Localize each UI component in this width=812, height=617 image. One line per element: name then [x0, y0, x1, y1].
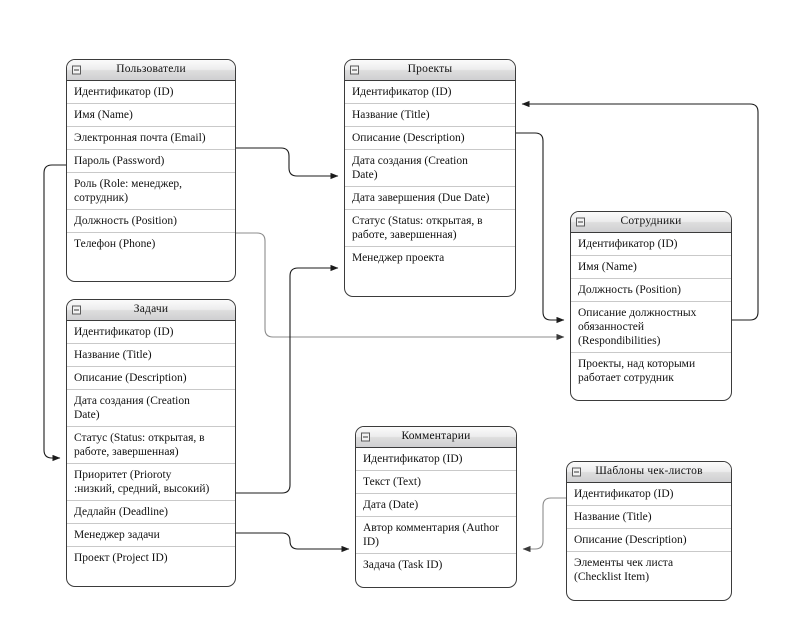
- minus-box-icon[interactable]: [576, 217, 585, 227]
- entity-header-employees[interactable]: Сотрудники: [571, 212, 731, 233]
- entity-attributes: Идентификатор (ID)Текст (Text)Дата (Date…: [356, 448, 516, 576]
- attribute-row: Идентификатор (ID): [567, 483, 731, 506]
- attribute-row: Описание (Description): [567, 529, 731, 552]
- attribute-row: Описание должностных обязанностей (Respo…: [571, 302, 731, 353]
- attribute-row: Идентификатор (ID): [571, 233, 731, 256]
- entity-title: Проекты: [407, 63, 453, 76]
- attribute-row: Должность (Position): [571, 279, 731, 302]
- attribute-row: Роль (Role: менеджер, сотрудник): [67, 173, 235, 210]
- entity-title: Комментарии: [401, 430, 471, 443]
- entity-header-projects[interactable]: Проекты: [345, 60, 515, 81]
- entity-attributes: Идентификатор (ID)Название (Title)Описан…: [567, 483, 731, 588]
- attribute-row: Телефон (Phone): [74, 238, 156, 250]
- connector-tasks-to-comments: [236, 532, 350, 553]
- attribute-row: Идентификатор (ID): [356, 448, 516, 471]
- connector-users-to-tasks: [43, 164, 66, 462]
- entity-attributes: Идентификатор (ID)Название (Title)Описан…: [345, 81, 515, 269]
- entity-title: Задачи: [133, 303, 169, 316]
- connector-checklists-to-comments: [522, 497, 566, 553]
- entity-attributes: Идентификатор (ID)Имя (Name)Должность (P…: [571, 233, 731, 389]
- attribute-row: Идентификатор (ID): [67, 321, 235, 344]
- attribute-row: Проекты, над которыми работает сотрудник: [578, 358, 696, 384]
- entity-title: Пользователи: [116, 63, 186, 76]
- attribute-row: Статус (Status: открытая, в работе, заве…: [67, 427, 235, 464]
- entity-header-comments[interactable]: Комментарии: [356, 427, 516, 448]
- attribute-row: Имя (Name): [571, 256, 731, 279]
- attribute-row: Должность (Position): [67, 210, 235, 233]
- minus-box-icon[interactable]: [72, 65, 81, 75]
- connector-tasks-to-projects: [236, 264, 339, 494]
- attribute-row: Автор комментария (Author ID): [356, 517, 516, 554]
- entity-attributes: Идентификатор (ID)Название (Title)Описан…: [67, 321, 235, 569]
- attribute-row: Название (Title): [567, 506, 731, 529]
- attribute-row: Элементы чек листа (Checklist Item): [574, 557, 674, 583]
- attribute-row: Задача (Task ID): [363, 559, 443, 571]
- attribute-row: Дедлайн (Deadline): [67, 501, 235, 524]
- attribute-row: Идентификатор (ID): [345, 81, 515, 104]
- entity-header-checklists[interactable]: Шаблоны чек-листов: [567, 462, 731, 483]
- attribute-row: Проект (Project ID): [74, 552, 168, 564]
- attribute-row: Дата (Date): [356, 494, 516, 517]
- attribute-row: Дата создания (Creation Date): [67, 390, 235, 427]
- connector-users-to-projects: [236, 147, 339, 180]
- entity-header-users[interactable]: Пользователи: [67, 60, 235, 81]
- attribute-row: Дата завершения (Due Date): [345, 187, 515, 210]
- attribute-row: Текст (Text): [356, 471, 516, 494]
- attribute-row: Название (Title): [345, 104, 515, 127]
- attribute-row: Описание (Description): [67, 367, 235, 390]
- entity-attributes: Идентификатор (ID)Имя (Name)Электронная …: [67, 81, 235, 255]
- attribute-row: Дата создания (Creation Date): [345, 150, 515, 187]
- attribute-row: Имя (Name): [67, 104, 235, 127]
- entity-title: Шаблоны чек-листов: [595, 465, 703, 478]
- attribute-row: Менеджер задачи: [67, 524, 235, 547]
- attribute-row: Менеджер проекта: [352, 252, 445, 264]
- entity-title: Сотрудники: [620, 215, 682, 228]
- connector-projects-to-employees: [516, 132, 565, 324]
- attribute-row: Описание (Description): [345, 127, 515, 150]
- attribute-row: Приоритет (Prioroty :низкий, средний, вы…: [67, 464, 235, 501]
- attribute-row: Название (Title): [67, 344, 235, 367]
- attribute-row: Идентификатор (ID): [67, 81, 235, 104]
- entity-header-tasks[interactable]: Задачи: [67, 300, 235, 321]
- minus-box-icon[interactable]: [350, 65, 359, 75]
- minus-box-icon[interactable]: [572, 467, 581, 477]
- attribute-row: Пароль (Password): [67, 150, 235, 173]
- attribute-row: Статус (Status: открытая, в работе, заве…: [345, 210, 515, 247]
- minus-box-icon[interactable]: [72, 305, 81, 315]
- minus-box-icon[interactable]: [361, 432, 370, 442]
- attribute-row: Электронная почта (Email): [67, 127, 235, 150]
